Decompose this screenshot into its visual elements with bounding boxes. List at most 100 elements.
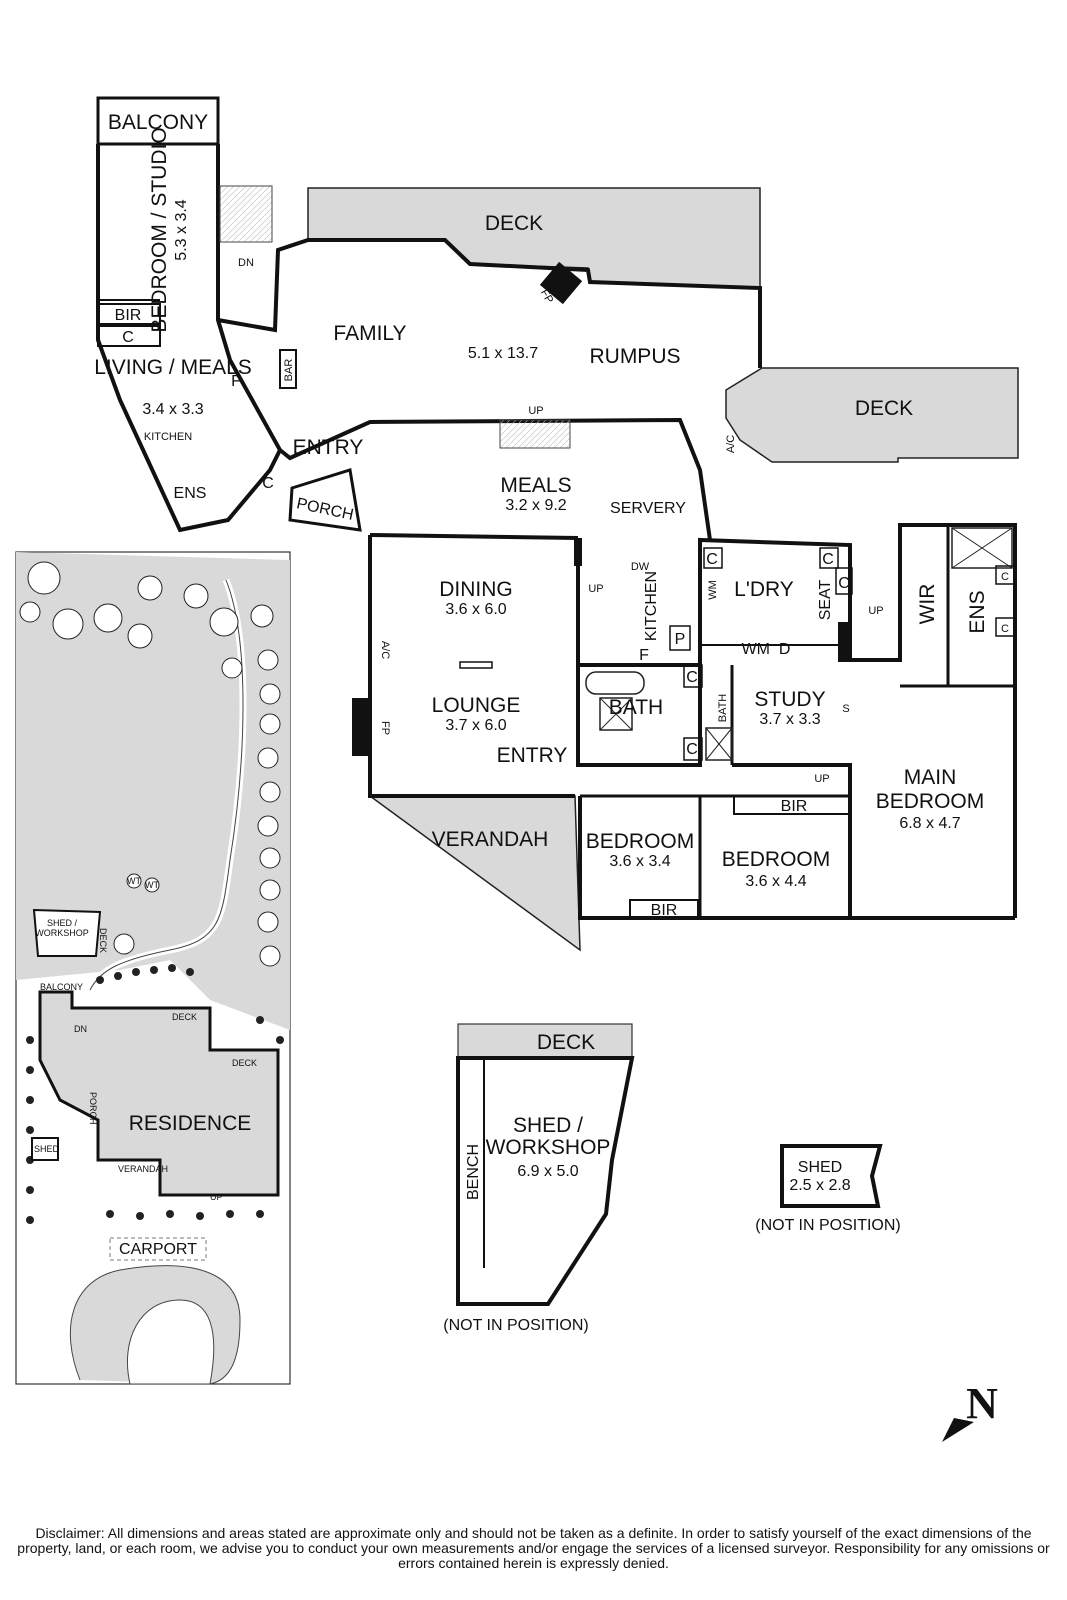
verandah-label: VERANDAH — [432, 828, 549, 851]
dining-dim: 3.6 x 6.0 — [445, 601, 506, 618]
site-carport-label: CARPORT — [119, 1241, 197, 1258]
lounge-dim: 3.7 x 6.0 — [445, 717, 506, 734]
laundry-c2-label: C — [838, 575, 850, 592]
up-study-east-label: UP — [868, 605, 883, 617]
meals-dim: 3.2 x 9.2 — [505, 497, 566, 514]
site-plan: WT WT SHED /WORKSHOP DECK BALCONY DN DEC… — [15, 551, 291, 1385]
main-bedroom-line1: MAIN — [904, 766, 957, 789]
ac-east-label: A/C — [725, 435, 737, 453]
compass-arrow-icon — [942, 1418, 974, 1442]
living-meals-label: LIVING / MEALS — [94, 356, 252, 379]
meals-label: MEALS — [500, 474, 571, 497]
entry-north-label: ENTRY — [293, 436, 364, 459]
study-s-label: S — [842, 703, 849, 715]
study-bir-label: BIR — [781, 798, 808, 815]
main-bedroom-dim: 6.8 x 4.7 — [899, 815, 960, 832]
fp-lounge-label: FP — [379, 721, 391, 735]
workshop-bench-label: BENCH — [465, 1144, 482, 1200]
site-wt-label-1: WT — [127, 876, 141, 886]
laundry-c-label: C — [822, 551, 834, 568]
up-study-label: UP — [814, 773, 829, 785]
site-up-label: UP — [210, 1192, 223, 1202]
bath2-label: BATH — [717, 694, 729, 723]
family-label: FAMILY — [333, 322, 406, 345]
bedroom1-bir-label: BIR — [651, 902, 678, 919]
servery-label: SERVERY — [610, 500, 686, 517]
laundry-label: L'DRY — [734, 578, 794, 601]
seat-label: SEAT — [817, 579, 834, 620]
kitchen-p-label: P — [675, 631, 686, 648]
site-shed-line2: WORKSHOP — [35, 928, 89, 938]
compass-label: N — [966, 1379, 998, 1428]
site-deck-label-2: DECK — [232, 1058, 257, 1068]
workshop-line2: WORKSHOP — [486, 1136, 611, 1159]
kitchen-f-label: F — [639, 647, 649, 664]
bedroom1-dim: 3.6 x 3.4 — [609, 853, 670, 870]
ac-dining-label: A/C — [379, 641, 391, 659]
living-meals-dim: 3.4 x 3.3 — [142, 401, 203, 418]
site-porch-label: PORCH — [88, 1092, 98, 1125]
deck-top-label: DECK — [485, 212, 543, 235]
site-shed-workshop-label: SHED /WORKSHOP — [35, 918, 89, 938]
workshop-dim: 6.9 x 5.0 — [517, 1163, 578, 1180]
ens-label: ENS — [966, 590, 989, 633]
balcony-label: BALCONY — [108, 111, 208, 134]
bedroom-studio-dim: 5.3 x 3.4 — [173, 199, 190, 260]
kitchen-c-label: C — [706, 551, 718, 568]
dw-label: DW — [631, 561, 650, 573]
site-wt-label-2: WT — [145, 880, 159, 890]
ens-c2-label: C — [1001, 623, 1009, 635]
small-shed-label: SHED — [798, 1159, 842, 1176]
workshop-label: SHED /WORKSHOP — [486, 1114, 611, 1159]
dining-label: DINING — [439, 578, 513, 601]
wir-label: WIR — [916, 584, 939, 625]
rumpus-label: RUMPUS — [589, 345, 680, 368]
studio-c-label: C — [122, 329, 134, 346]
shed-workshop-plan: DECK SHED /WORKSHOP 6.9 x 5.0 BENCH (NOT… — [443, 1023, 635, 1334]
walls — [96, 144, 1017, 920]
lounge-label: LOUNGE — [432, 694, 521, 717]
bedroom2-dim: 3.6 x 4.4 — [745, 873, 806, 890]
wm-vertical-label: WM — [707, 580, 719, 600]
site-balcony-label: BALCONY — [40, 982, 83, 992]
balcony-box — [96, 96, 220, 146]
small-shed-plan: SHED 2.5 x 2.8 (NOT IN POSITION) — [755, 1144, 901, 1234]
deck-east — [725, 367, 1019, 463]
north-compass: N — [942, 1379, 998, 1442]
studio-bir-label: BIR — [115, 307, 142, 324]
family-dim: 5.1 x 13.7 — [468, 345, 538, 362]
decks — [96, 96, 1019, 952]
studio-ens-label: ENS — [174, 485, 207, 502]
wm-d-label: WM D — [742, 641, 791, 658]
porch-label: PORCH — [295, 495, 355, 524]
deck-verandah — [367, 795, 581, 952]
ens-c1-label: C — [1001, 571, 1009, 583]
up-meals-label: UP — [528, 405, 543, 417]
site-dn-label: DN — [74, 1024, 87, 1034]
entry-south-label: ENTRY — [497, 744, 568, 767]
workshop-line1: SHED / — [513, 1114, 583, 1137]
main-bedroom-line2: BEDROOM — [876, 790, 985, 813]
fixtures — [219, 185, 1015, 919]
workshop-note: (NOT IN POSITION) — [443, 1317, 588, 1334]
small-shed-note: (NOT IN POSITION) — [755, 1217, 900, 1234]
site-shed-deck-label: DECK — [98, 928, 108, 953]
bedroom2-label: BEDROOM — [722, 848, 831, 871]
study-label: STUDY — [754, 688, 825, 711]
site-residence-label: RESIDENCE — [129, 1112, 252, 1135]
workshop-deck-label: DECK — [537, 1031, 595, 1054]
site-shed-label: SHED — [34, 1144, 60, 1154]
up-kitchen-label: UP — [588, 583, 603, 595]
bedroom-studio-label: BEDROOM / STUDIO — [148, 127, 171, 332]
site-shed-line1: SHED / — [47, 918, 78, 928]
bath-c1-label: C — [686, 669, 698, 686]
stair-dn-label: DN — [238, 257, 254, 269]
site-deck-label-1: DECK — [172, 1012, 197, 1022]
study-dim: 3.7 x 3.3 — [759, 711, 820, 728]
site-verandah-label: VERANDAH — [118, 1164, 168, 1174]
bath-c2-label: C — [686, 741, 698, 758]
room-labels: BALCONY BEDROOM / STUDIO 5.3 x 3.4 BIR C… — [94, 111, 1009, 919]
studio-c2-label: C — [262, 475, 274, 492]
